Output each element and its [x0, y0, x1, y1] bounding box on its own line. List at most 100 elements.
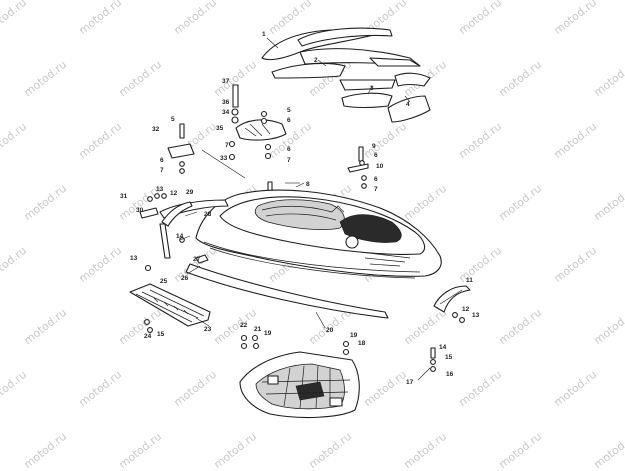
callout-14b: 14 [439, 344, 447, 351]
washer-36 [231, 108, 239, 116]
callout-13c: 13 [472, 312, 480, 319]
callout-19b: 19 [350, 332, 358, 339]
callout-32: 32 [152, 126, 160, 133]
trim-strips [159, 199, 389, 319]
tray-block-b [329, 397, 343, 407]
nut-33 [228, 153, 236, 161]
callout-11: 11 [466, 277, 473, 284]
rub-rail-20 [185, 263, 389, 319]
tray-component [295, 381, 325, 401]
callout-5a: 5 [287, 107, 291, 114]
washer-13b [144, 264, 152, 272]
callout-6a: 6 [287, 117, 291, 124]
callout-13a: 13 [156, 186, 164, 193]
callout-22: 22 [240, 322, 248, 329]
clip-30 [139, 207, 159, 219]
mat-front-piece [261, 29, 381, 61]
mat-side-strip [394, 72, 431, 87]
callout-7d: 7 [225, 142, 229, 149]
left-parts-group [129, 193, 211, 333]
nut-22b [240, 342, 248, 350]
washer-19a [252, 342, 260, 350]
tray-block-a [267, 375, 279, 385]
hull-fitting [345, 235, 359, 249]
callout-6b: 6 [287, 146, 291, 153]
callout-9: 9 [372, 143, 376, 150]
nut-18 [342, 348, 350, 356]
callout-3: 3 [370, 85, 374, 92]
callout-13b: 13 [130, 255, 138, 262]
washer-6a [260, 117, 268, 125]
mat-upper-strip [297, 27, 393, 47]
callout-24: 24 [144, 333, 152, 340]
callout-21: 21 [254, 326, 262, 333]
callout-12b: 12 [462, 306, 470, 313]
nut-16 [430, 366, 436, 372]
mat-center-pad [271, 63, 346, 79]
callout-15a: 15 [157, 331, 165, 338]
leader-lines [184, 37, 411, 329]
callout-1: 1 [262, 31, 266, 38]
bracket-32 [167, 143, 195, 159]
screw-12b [452, 312, 458, 318]
screw-9 [358, 146, 364, 162]
trim-26 [195, 254, 209, 264]
washer-6b [264, 143, 272, 151]
steering-bracket-group [167, 84, 287, 179]
washer-6c [179, 161, 185, 167]
callout-35: 35 [216, 125, 224, 132]
callout-17: 17 [406, 379, 414, 386]
callout-layer: 1 2 3 4 5 5 6 6 7 7 8 9 6 10 6 7 37 36 3… [120, 31, 480, 386]
washer-6e [361, 175, 367, 181]
callout-29: 29 [186, 189, 194, 196]
nut-24 [147, 327, 153, 333]
callout-6e: 6 [160, 157, 164, 164]
nut-7c [361, 183, 367, 189]
callout-34: 34 [222, 109, 230, 116]
callout-12a: 12 [170, 190, 178, 197]
washer-15b [430, 359, 436, 365]
callout-7a: 7 [287, 157, 291, 164]
callout-19a: 19 [264, 330, 272, 337]
callout-2: 2 [314, 57, 318, 64]
callout-6c: 6 [374, 152, 378, 159]
washer-21 [251, 334, 259, 342]
screw-5b [179, 123, 185, 139]
callout-15b: 15 [445, 354, 453, 361]
callout-26: 26 [181, 275, 189, 282]
callout-36: 36 [222, 99, 230, 106]
bolt-37 [232, 84, 239, 108]
nut-34 [231, 116, 239, 124]
washer-15a [144, 319, 150, 325]
callout-4: 4 [406, 101, 410, 108]
clip-10 [347, 163, 369, 173]
nut-12a [161, 193, 167, 199]
callout-7c: 7 [374, 186, 378, 193]
callout-8: 8 [306, 181, 310, 188]
callout-37: 37 [222, 78, 230, 85]
hull-body [195, 189, 442, 279]
callout-28: 28 [204, 211, 212, 218]
washer-13a [154, 193, 160, 199]
right-parts-group [417, 285, 471, 381]
mat-right-pad [369, 57, 421, 67]
seat-mat-group [261, 27, 431, 123]
bracket-35 [235, 119, 287, 141]
bar-25 [159, 223, 171, 259]
mat-rear-pad-b [387, 95, 431, 123]
washer-22 [240, 334, 248, 342]
bumper-29 [161, 201, 193, 227]
mat-rear-pad-a [341, 92, 393, 109]
callout-30: 30 [136, 207, 144, 214]
screw-14b [430, 347, 436, 359]
callout-25: 25 [160, 278, 168, 285]
callout-6d: 6 [374, 176, 378, 183]
callout-27: 27 [193, 256, 201, 263]
callout-18: 18 [358, 340, 366, 347]
screw-5a [260, 110, 268, 118]
callout-20: 20 [326, 327, 334, 334]
mat-cross-strip [339, 79, 396, 91]
nut-7b [179, 168, 185, 174]
